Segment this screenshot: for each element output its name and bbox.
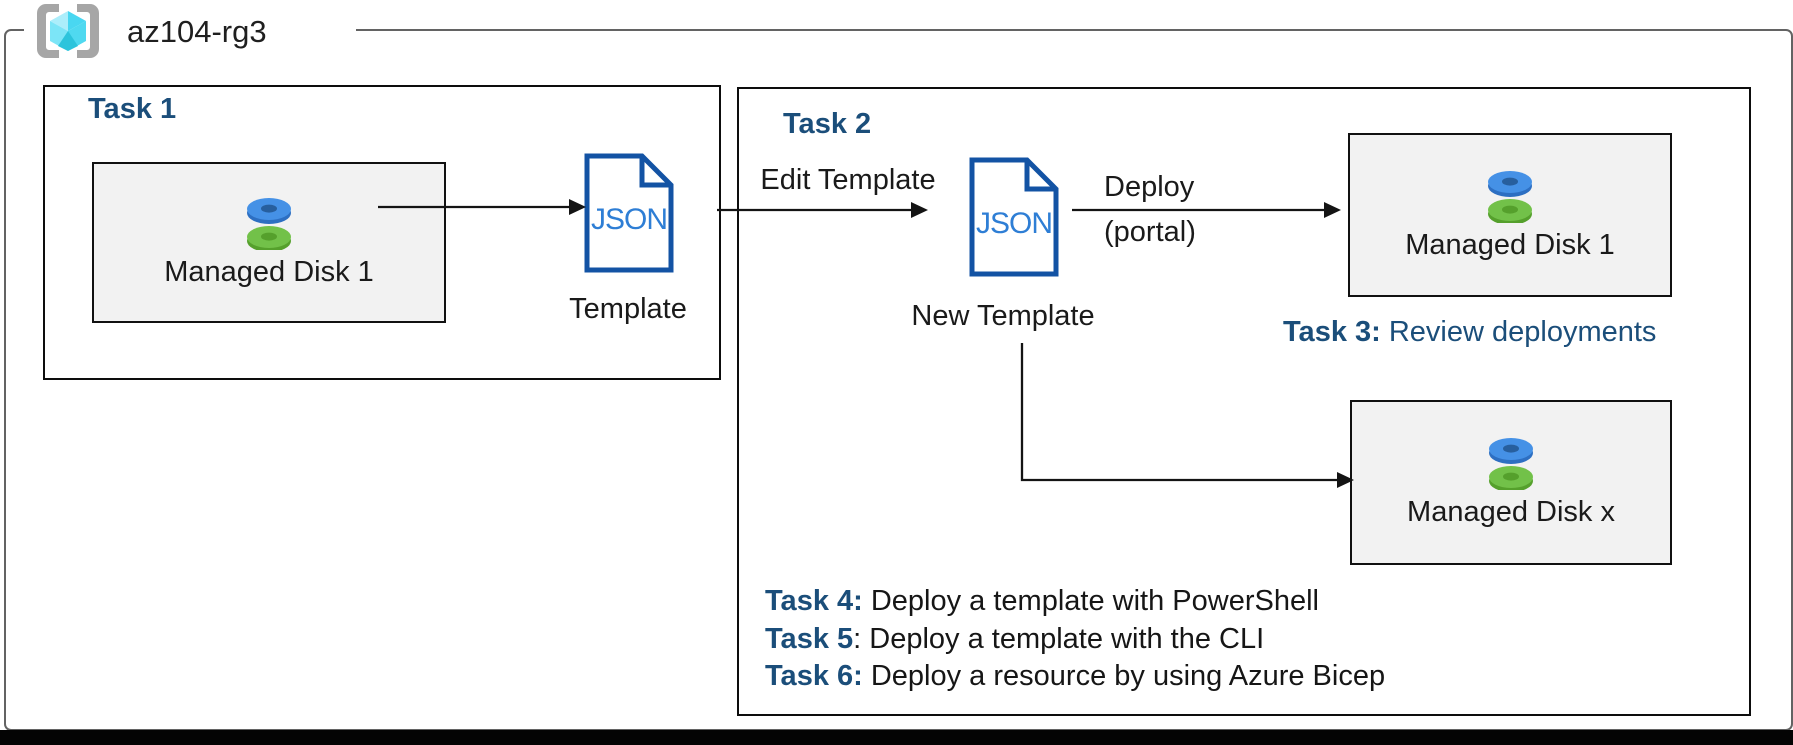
task3-text: Review deployments xyxy=(1380,316,1657,348)
task6-text: Deploy a resource by using Azure Bicep xyxy=(862,660,1386,692)
task5-text: : Deploy a template with the CLI xyxy=(853,622,1265,655)
json-doc-text: JSON xyxy=(591,203,667,236)
task-list: Task 4: Deploy a template with PowerShel… xyxy=(765,583,1385,696)
managed-disk-x-label: Managed Disk x xyxy=(1407,496,1615,528)
json-template-icon: JSON xyxy=(584,153,674,273)
managed-disk-icon xyxy=(247,198,291,250)
managed-disk-1-label: Managed Disk 1 xyxy=(1405,228,1615,261)
task5-prefix: Task 5 xyxy=(765,622,854,655)
task3-prefix: Task 3: xyxy=(1283,316,1381,348)
left-bracket xyxy=(37,4,59,58)
deploy-label-line1: Deploy xyxy=(1104,171,1195,203)
deploy-portal-label: Deploy (portal) xyxy=(1104,165,1196,255)
cube-top-right-face xyxy=(68,11,86,31)
new-template-label: New Template xyxy=(911,300,1095,332)
managed-disk-icon xyxy=(1489,438,1533,490)
cube-bottom-center-face xyxy=(58,31,78,51)
managed-disk-icon xyxy=(1488,170,1532,223)
task2-title: Task 2 xyxy=(783,108,872,140)
resource-group-icon xyxy=(37,4,99,58)
json-new-template-icon: JSON xyxy=(969,157,1059,277)
task3-caption: Task 3: Review deployments xyxy=(1283,316,1656,349)
right-bracket xyxy=(77,4,99,58)
json-doc-text: JSON xyxy=(976,207,1052,240)
resource-group-name: az104-rg3 xyxy=(127,14,267,49)
frame-top-gap xyxy=(24,27,356,34)
task5-line: Task 5: Deploy a template with the CLI xyxy=(765,621,1385,659)
edit-template-label: Edit Template xyxy=(760,164,936,196)
managed-disk-1-deployed-box: Managed Disk 1 xyxy=(1348,133,1672,297)
managed-disk-x-box: Managed Disk x xyxy=(1350,400,1672,565)
deploy-label-line2: (portal) xyxy=(1104,216,1196,248)
managed-disk-1-box: Managed Disk 1 xyxy=(92,162,446,323)
cube-top-left-face xyxy=(50,11,68,31)
bottom-bar xyxy=(0,730,1793,745)
template-label: Template xyxy=(569,293,687,325)
task6-line: Task 6: Deploy a resource by using Azure… xyxy=(765,658,1385,696)
task6-prefix: Task 6: xyxy=(765,660,863,692)
managed-disk-1-label: Managed Disk 1 xyxy=(164,256,374,288)
task4-prefix: Task 4: xyxy=(765,585,863,617)
task1-title: Task 1 xyxy=(88,93,177,125)
task4-line: Task 4: Deploy a template with PowerShel… xyxy=(765,583,1385,621)
task4-text: Deploy a template with PowerShell xyxy=(862,585,1319,617)
